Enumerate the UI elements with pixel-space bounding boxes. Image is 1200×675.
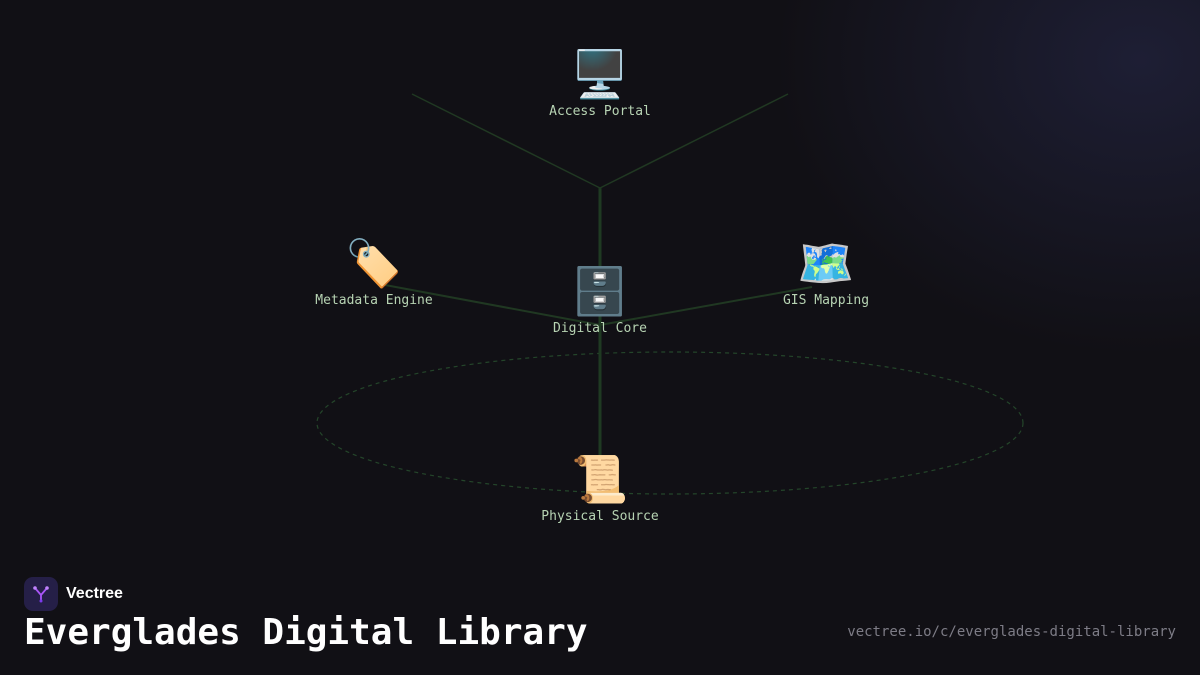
brand[interactable]: Vectree [24, 577, 123, 611]
node-label: Digital Core [553, 321, 647, 336]
page-url[interactable]: vectree.io/c/everglades-digital-library [847, 624, 1176, 640]
edge-branch-metadata [384, 284, 601, 326]
node-label: GIS Mapping [782, 293, 870, 308]
world-map-icon: 🗺️ [797, 238, 855, 289]
edge-canopy-right [599, 93, 789, 189]
node-digital-core[interactable]: 🗄️ Digital Core [510, 265, 690, 336]
node-label: Access Portal [549, 104, 651, 119]
node-metadata-engine[interactable]: 🏷️ Metadata Engine [284, 237, 464, 308]
node-label: Metadata Engine [315, 293, 433, 308]
label-tag-icon: 🏷️ [345, 238, 403, 289]
brand-name: Vectree [66, 585, 123, 602]
file-cabinet-icon: 🗄️ [571, 266, 629, 317]
node-access-portal[interactable]: 🖥️ Access Portal [510, 48, 690, 119]
page-title: Everglades Digital Library [24, 612, 588, 653]
root-ring [316, 351, 1024, 495]
scroll-icon: 📜 [571, 454, 629, 505]
edge-canopy-left [411, 93, 601, 189]
edge-branch-gis [599, 286, 813, 326]
desktop-computer-icon: 🖥️ [571, 49, 629, 100]
vectree-logo-icon [24, 577, 58, 611]
node-label: Physical Source [541, 509, 659, 524]
node-gis-mapping[interactable]: 🗺️ GIS Mapping [736, 237, 916, 308]
node-physical-source[interactable]: 📜 Physical Source [510, 453, 690, 524]
